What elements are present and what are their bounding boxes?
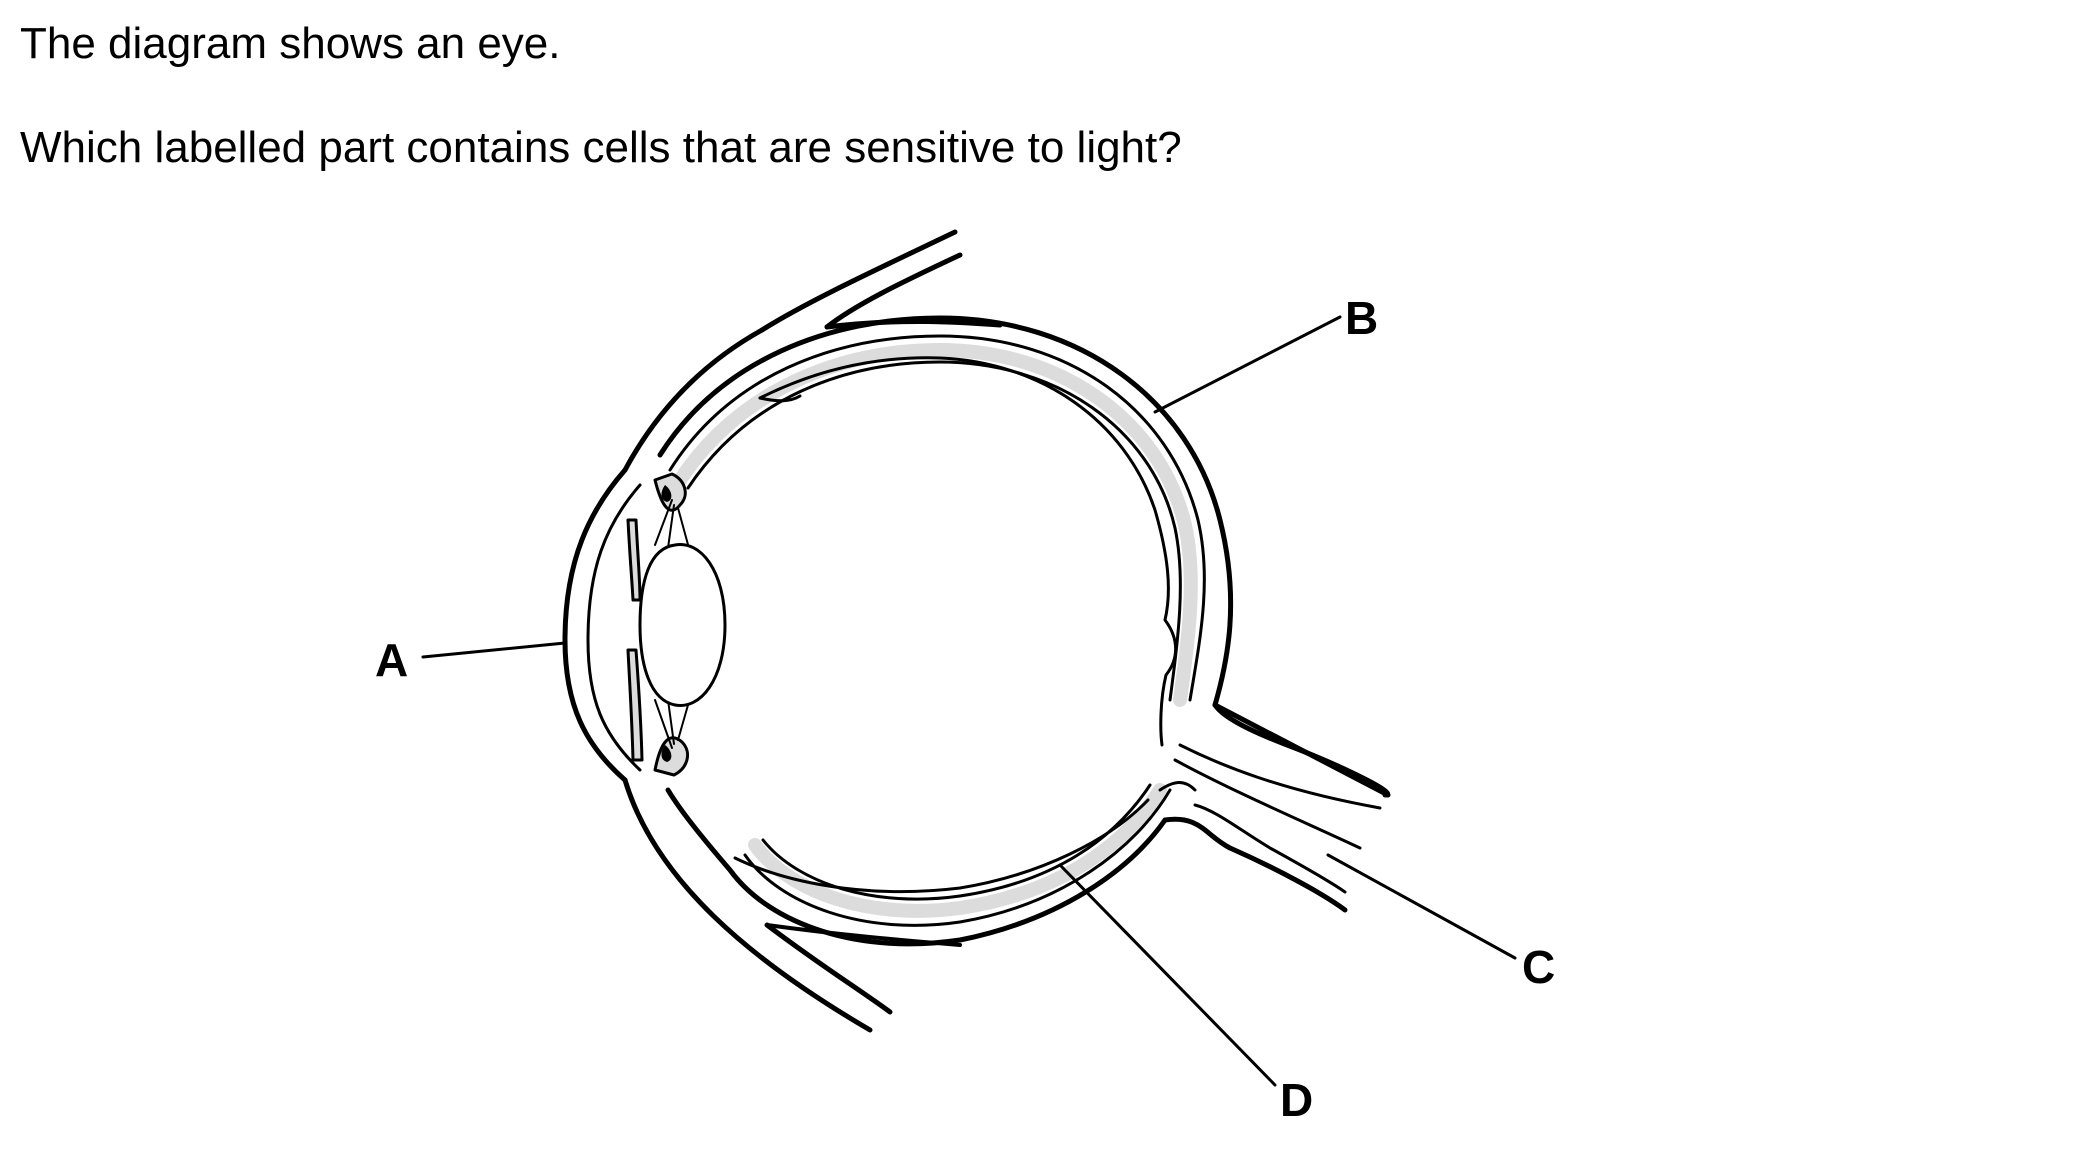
question-prompt: Which labelled part contains cells that … [20,123,1182,172]
lens [638,543,727,707]
cornea-inner [586,483,642,772]
retina [733,356,1178,894]
label-c: C [1522,941,1555,993]
label-line-d [1058,863,1277,1087]
label-line-a [421,641,567,659]
upper-eyelid [622,229,1003,473]
question-intro: The diagram shows an eye. [20,19,561,68]
optic-nerve [1158,702,1391,913]
label-d: D [1280,1074,1313,1126]
label-b: B [1345,292,1378,344]
sclera-inner [668,334,1206,927]
label-a: A [375,634,408,686]
label-line-c [1326,853,1517,960]
sclera [657,315,1234,947]
cornea [562,467,628,783]
label-line-b [1153,315,1342,414]
